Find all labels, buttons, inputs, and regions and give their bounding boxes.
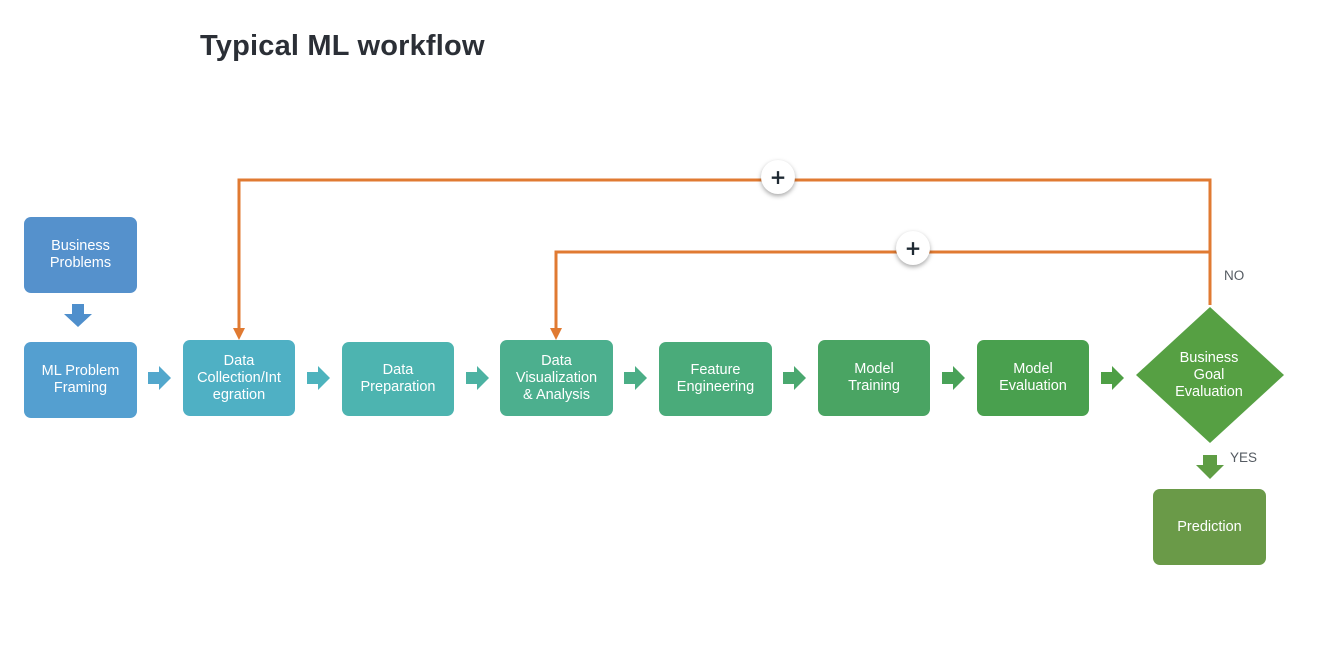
node-label-line: Prediction (1177, 518, 1242, 535)
node-label-line: & Analysis (523, 386, 590, 403)
node-label-line: Problems (49, 255, 112, 271)
feedback-arrowhead-data-visualization (550, 328, 562, 340)
down-arrow-icon (1196, 455, 1224, 479)
right-arrow-icon (783, 366, 806, 390)
right-arrow-icon (307, 366, 330, 390)
right-arrow-icon (1101, 366, 1124, 390)
page-title: Typical ML workflow (200, 30, 485, 62)
feedback-arrowhead-data-collection (233, 328, 245, 340)
node-business-goal-evaluation: Business Goal Evaluation (1150, 350, 1268, 401)
label-no: NO (1224, 268, 1245, 283)
right-arrow-icon (942, 366, 965, 390)
node-model-evaluation: Model Evaluation (977, 340, 1089, 416)
node-label-line: Collection/Int (197, 369, 281, 386)
feedback-line-to-data-visualization (554, 250, 1210, 330)
node-label-line: Business (51, 238, 110, 254)
node-label-line: Engineering (676, 379, 755, 395)
node-label-line: Goal (1193, 367, 1225, 383)
business-goal-diamond (1136, 307, 1284, 443)
plus-icon[interactable]: + (896, 231, 930, 265)
node-label-line: Model (854, 361, 894, 377)
node-data-visualization: Data Visualization & Analysis (500, 340, 613, 416)
plus-icon[interactable]: + (761, 160, 795, 194)
down-arrow-icon (64, 304, 92, 327)
node-label-line: Preparation (360, 379, 436, 395)
node-label-line: Evaluation (1175, 384, 1243, 400)
right-arrow-icon (624, 366, 647, 390)
node-data-preparation: Data Preparation (342, 342, 454, 416)
node-model-training: Model Training (818, 340, 930, 416)
right-arrow-icon (148, 366, 171, 390)
node-label-line: Feature (690, 362, 741, 378)
node-label-line: Training (848, 378, 900, 394)
node-data-collection: Data Collection/Int egration (183, 340, 295, 416)
node-label-line: Framing (53, 380, 108, 396)
node-label-line: Data (223, 352, 255, 369)
node-label-line: ML Problem (41, 363, 120, 379)
label-yes: YES (1230, 450, 1258, 465)
node-label-line: Visualization (515, 369, 598, 386)
right-arrow-icon (466, 366, 489, 390)
node-label-line: egration (212, 386, 266, 403)
node-feature-engineering: Feature Engineering (659, 342, 772, 416)
node-business-problems: Business Problems (24, 217, 137, 293)
node-ml-problem-framing: ML Problem Framing (24, 342, 137, 418)
node-label-line: Model (1013, 361, 1053, 377)
node-label-line: Data (382, 362, 414, 378)
node-prediction: Prediction (1153, 489, 1266, 565)
node-label-line: Business (1179, 350, 1239, 366)
node-label-line: Data (541, 352, 572, 369)
node-label-line: Evaluation (999, 378, 1067, 394)
feedback-line-to-data-collection (237, 178, 1212, 330)
